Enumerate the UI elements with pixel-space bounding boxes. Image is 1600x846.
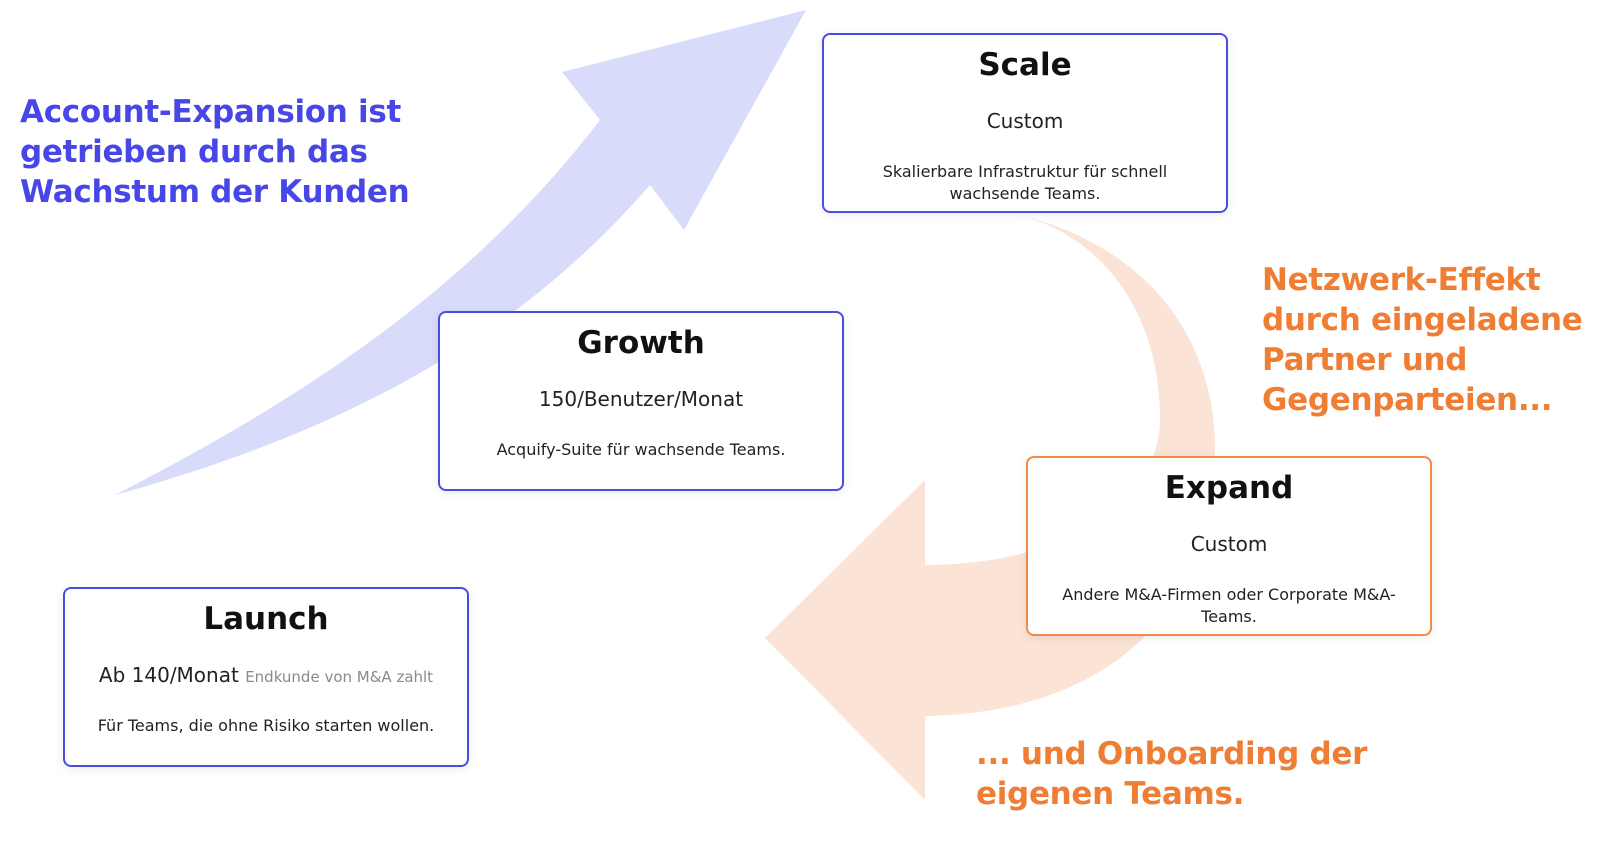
network-arrow-curve-icon — [765, 215, 1215, 800]
card-price: Ab 140/Monat — [98, 663, 239, 687]
growth-card: Growth 150/Benutzer/Monat Acquify-Suite … — [438, 311, 844, 491]
expand-card: Expand Custom Andere M&A-Firmen oder Cor… — [1026, 456, 1432, 636]
growth-arrow-up-icon — [115, 10, 806, 495]
network-effect-caption: Netzwerk-Effekt durch eingeladene Partne… — [1262, 260, 1583, 420]
card-price: Custom — [986, 109, 1064, 133]
card-price: Custom — [1190, 532, 1268, 556]
caption-line: ... und Onboarding der — [976, 736, 1368, 772]
caption-line: Partner und — [1262, 342, 1468, 378]
card-description: Acquify-Suite für wachsende Teams. — [496, 440, 786, 459]
scale-card: Scale Custom Skalierbare Infrastruktur f… — [822, 33, 1228, 213]
card-title: Expand — [1164, 470, 1294, 506]
onboarding-caption: ... und Onboarding der eigenen Teams. — [976, 734, 1367, 814]
caption-line: eigenen Teams. — [976, 776, 1245, 812]
card-title: Growth — [577, 325, 705, 361]
caption-line: durch eingeladene — [1262, 302, 1583, 338]
account-expansion-caption: Account-Expansion ist getrieben durch da… — [20, 92, 410, 212]
caption-line: Netzwerk-Effekt — [1262, 262, 1541, 298]
card-price: 150/Benutzer/Monat — [538, 387, 744, 411]
card-price-note: Endkunde von M&A zahlt — [245, 668, 434, 686]
card-title: Launch — [203, 601, 329, 637]
caption-line: Wachstum der Kunden — [20, 174, 410, 210]
caption-line: Account-Expansion ist — [20, 94, 402, 130]
card-title: Scale — [978, 47, 1072, 83]
card-description: Für Teams, die ohne Risiko starten wolle… — [97, 716, 435, 735]
caption-line: getrieben durch das — [20, 134, 368, 170]
card-description: Andere M&A-Firmen oder Corporate M&A-Tea… — [1062, 585, 1396, 626]
card-description: Skalierbare Infrastruktur für schnell wa… — [882, 162, 1168, 203]
card-price-row: Ab 140/Monat Endkunde von M&A zahlt — [65, 661, 467, 691]
launch-card: Launch Ab 140/Monat Endkunde von M&A zah… — [63, 587, 469, 767]
caption-line: Gegenparteien... — [1262, 382, 1553, 418]
